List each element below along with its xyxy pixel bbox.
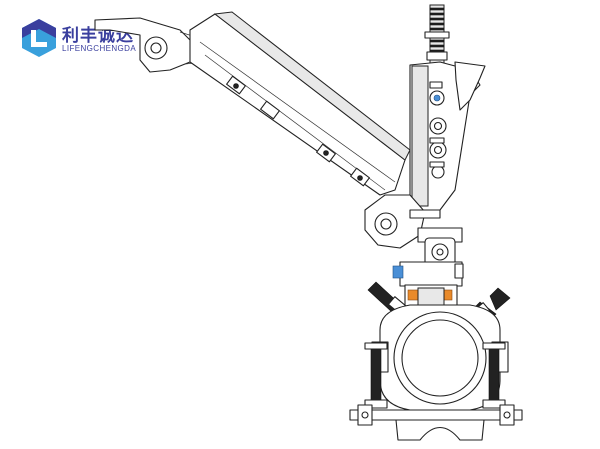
brand-name-en: LIFENGCHENGDA (62, 44, 137, 53)
inclined-support-arm (189, 11, 411, 196)
brand-logo-icon (22, 19, 56, 57)
swivel-joint (392, 227, 464, 313)
threaded-stud-lower-left (364, 342, 388, 409)
threaded-rod-top (424, 4, 450, 66)
vertical-bracket-plate (409, 61, 486, 213)
pipe-clamp-ring (371, 304, 509, 441)
hinge-eye-top-left (94, 17, 206, 73)
threaded-stud-lower-right (482, 342, 506, 409)
base-bolt (349, 404, 523, 426)
